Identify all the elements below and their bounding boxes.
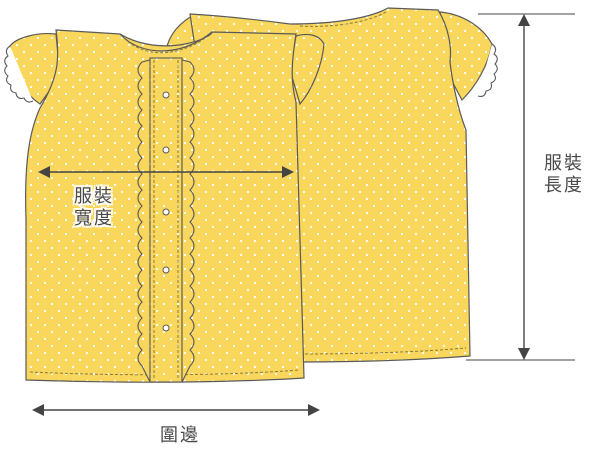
length-arrow xyxy=(466,13,575,361)
front-view-shirt xyxy=(4,29,325,383)
front-neck-stitch xyxy=(123,35,209,54)
width-arrow xyxy=(38,166,294,178)
button-column xyxy=(162,91,170,332)
button xyxy=(162,266,170,274)
front-left-sleeve-lace xyxy=(4,45,34,103)
front-neckline xyxy=(119,31,213,52)
garment-length-label-line1: 服裝 xyxy=(544,153,584,174)
front-placket xyxy=(149,57,183,383)
garment-length-label-line2: 長度 xyxy=(544,175,584,196)
garment-width-label-line1: 服裝 xyxy=(74,186,114,207)
button xyxy=(162,91,170,99)
back-hem-stitch xyxy=(299,347,467,355)
garment-width-label-line2: 寬度 xyxy=(74,208,114,229)
hem-arrow xyxy=(32,404,320,416)
button xyxy=(162,208,170,216)
front-right-ruffle xyxy=(181,59,195,383)
garment-width-label: 服裝 寬度 xyxy=(64,186,124,230)
front-right-sleeve xyxy=(289,33,325,106)
hem-label: 圍邊 xyxy=(160,425,200,446)
garment-length-label: 服裝 長度 xyxy=(540,153,588,197)
button xyxy=(162,324,170,332)
back-neck-stitch xyxy=(299,11,387,27)
front-hem-stitch xyxy=(29,369,301,376)
back-right-sleeve-lace xyxy=(477,43,498,97)
front-left-ruffle xyxy=(137,59,151,383)
button xyxy=(162,146,170,154)
